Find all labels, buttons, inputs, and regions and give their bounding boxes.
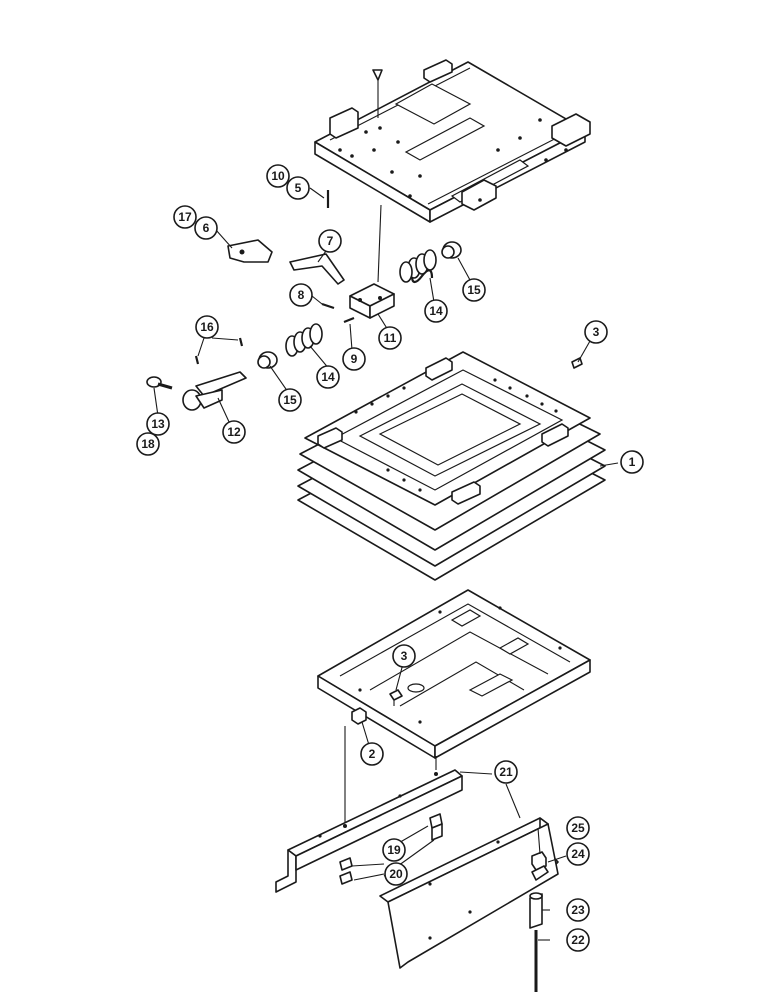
callout-22: 22 xyxy=(566,928,590,952)
base-nut xyxy=(351,707,367,725)
callout-3: 3 xyxy=(584,320,608,344)
svg-text:15: 15 xyxy=(467,283,481,297)
svg-text:20: 20 xyxy=(389,867,403,881)
svg-text:14: 14 xyxy=(429,304,443,318)
svg-text:2: 2 xyxy=(369,747,376,761)
callout-6: 6 xyxy=(194,216,218,240)
callout-17: 17 xyxy=(173,205,197,229)
callout-2: 2 xyxy=(360,742,384,766)
release-lever xyxy=(289,253,345,285)
svg-text:17: 17 xyxy=(178,210,192,224)
callout-3: 3 xyxy=(392,644,416,668)
callout-18: 18 xyxy=(136,432,160,456)
bellows-frame xyxy=(297,351,606,581)
svg-text:7: 7 xyxy=(327,234,334,248)
svg-text:24: 24 xyxy=(571,847,585,861)
svg-text:11: 11 xyxy=(384,331,397,345)
svg-text:16: 16 xyxy=(200,320,214,334)
adjustment-block xyxy=(349,283,395,319)
cam-lever xyxy=(227,239,273,263)
svg-text:5: 5 xyxy=(295,181,302,195)
svg-text:3: 3 xyxy=(401,649,408,663)
top-screw xyxy=(372,69,383,118)
svg-text:3: 3 xyxy=(593,325,600,339)
spring-cap xyxy=(441,241,462,259)
callout-8: 8 xyxy=(289,283,313,307)
svg-text:9: 9 xyxy=(351,352,358,366)
svg-text:10: 10 xyxy=(271,169,285,183)
svg-text:6: 6 xyxy=(203,221,210,235)
spacer-tube xyxy=(529,892,543,929)
callout-12: 12 xyxy=(222,420,246,444)
mounting-rail-left xyxy=(275,769,463,893)
callout-13: 13 xyxy=(146,412,170,436)
callout-1: 1 xyxy=(620,450,644,474)
svg-text:19: 19 xyxy=(387,843,401,857)
callout-20: 20 xyxy=(384,862,408,886)
pin xyxy=(321,302,335,310)
spring xyxy=(285,323,323,357)
nut xyxy=(531,851,549,881)
svg-text:23: 23 xyxy=(571,903,585,917)
callout-16: 16 xyxy=(195,315,219,339)
svg-text:15: 15 xyxy=(283,393,297,407)
svg-text:14: 14 xyxy=(321,370,335,384)
top-seat-plate xyxy=(314,59,591,223)
handle xyxy=(182,371,247,411)
svg-text:8: 8 xyxy=(298,288,305,302)
callout-24: 24 xyxy=(566,842,590,866)
callout-14: 14 xyxy=(424,299,448,323)
center-line xyxy=(377,204,382,283)
svg-text:21: 21 xyxy=(499,765,513,779)
callout-10: 10 xyxy=(266,164,290,188)
callout-25: 25 xyxy=(566,816,590,840)
pin xyxy=(343,316,355,324)
callout-14: 14 xyxy=(316,365,340,389)
callout-9: 9 xyxy=(342,347,366,371)
spring xyxy=(399,249,437,284)
nut xyxy=(339,857,353,885)
callout-15: 15 xyxy=(278,388,302,412)
callout-11: 11 xyxy=(378,326,402,350)
svg-text:13: 13 xyxy=(151,417,165,431)
svg-text:12: 12 xyxy=(227,425,241,439)
callout-15: 15 xyxy=(462,278,486,302)
mounting-rail-right xyxy=(379,817,559,969)
spring-cap xyxy=(257,351,278,369)
callout-5: 5 xyxy=(286,176,310,200)
frame-screw xyxy=(571,357,583,369)
svg-text:22: 22 xyxy=(571,933,585,947)
callout-7: 7 xyxy=(318,229,342,253)
callout-23: 23 xyxy=(566,898,590,922)
bolt xyxy=(429,813,443,841)
svg-text:25: 25 xyxy=(571,821,585,835)
callout-19: 19 xyxy=(382,838,406,862)
pin xyxy=(194,337,244,365)
base-screw xyxy=(389,689,403,706)
svg-text:1: 1 xyxy=(629,455,636,469)
base-plate xyxy=(317,589,591,759)
svg-text:18: 18 xyxy=(141,437,155,451)
bolt xyxy=(146,376,173,390)
callout-21: 21 xyxy=(494,760,518,784)
